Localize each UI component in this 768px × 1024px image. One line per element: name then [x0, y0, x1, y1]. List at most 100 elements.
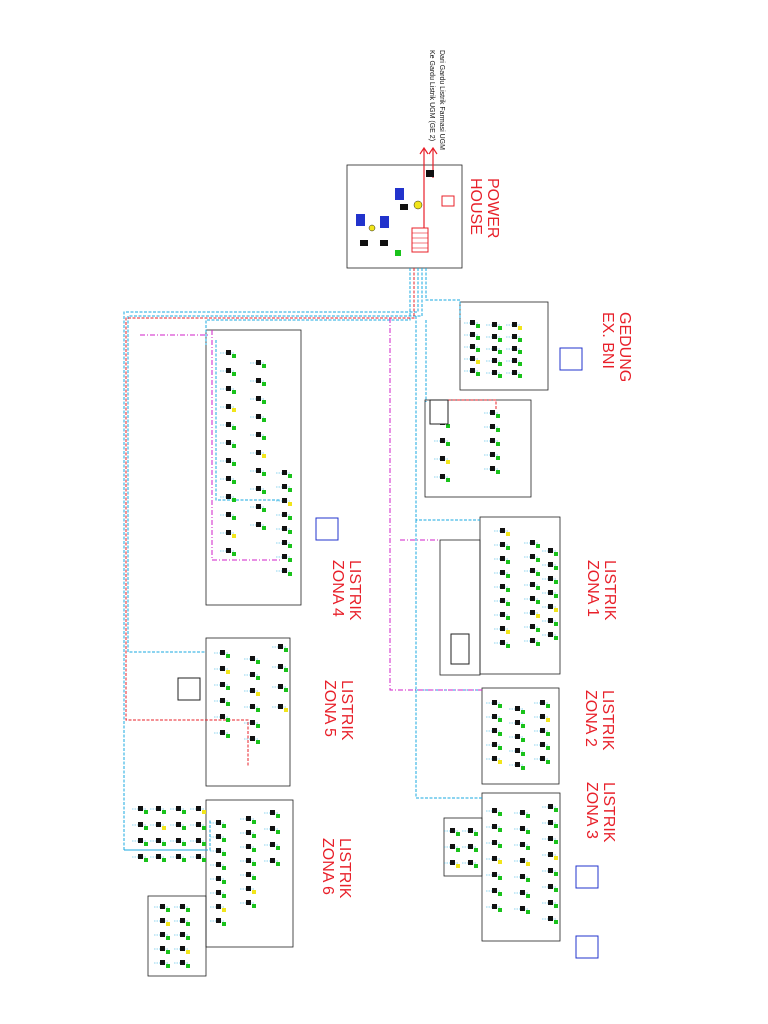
blue-zone4-feed	[205, 268, 411, 345]
breaker-symbol	[486, 334, 502, 342]
breaker-symbol	[276, 526, 292, 534]
breaker-symbol	[174, 960, 190, 968]
breaker-symbol	[524, 582, 540, 590]
breaker-symbol	[542, 562, 558, 570]
breaker-symbol	[506, 322, 522, 330]
legend-panels	[177, 347, 599, 959]
cable-routes	[123, 146, 497, 851]
zone-title-zona-5-line-1: LISTRIK	[338, 680, 355, 741]
breaker-symbol	[534, 700, 550, 708]
breaker-symbol	[250, 486, 266, 494]
breaker-symbol	[462, 828, 478, 836]
breaker-symbol	[486, 904, 502, 912]
breaker-symbol	[174, 946, 190, 954]
breaker-symbol	[154, 904, 170, 912]
panel-box-bni	[429, 399, 449, 425]
breaker-symbol	[132, 806, 148, 814]
breaker-symbol	[210, 834, 226, 842]
breaker-symbol	[276, 484, 292, 492]
breaker-symbol	[542, 576, 558, 584]
breaker-symbol	[214, 714, 230, 722]
power-house-equipment	[356, 170, 455, 256]
legend-panel-zona3a	[575, 865, 599, 889]
breaker-symbol	[464, 320, 480, 328]
outgoing-feed-label: Ke Gardu Listrik UGM (GE 2)	[428, 50, 435, 141]
magenta-link-cable	[389, 318, 482, 691]
breaker-symbol	[494, 612, 510, 620]
breaker-symbol	[486, 700, 502, 708]
breaker-symbol	[514, 858, 530, 866]
breaker-symbol	[486, 370, 502, 378]
breaker-symbol	[514, 874, 530, 882]
breaker-symbol	[524, 638, 540, 646]
breaker-symbol	[220, 368, 236, 376]
breaker-symbol	[542, 618, 558, 626]
breaker-symbol	[220, 386, 236, 394]
breaker-symbol	[486, 856, 502, 864]
breaker-symbol	[506, 334, 522, 342]
breaker-symbol	[240, 872, 256, 880]
breaker-symbol	[170, 838, 186, 846]
breaker-symbol	[486, 808, 502, 816]
gedung-ex-bni-box	[459, 301, 549, 391]
arrow-incoming-icon	[428, 146, 438, 155]
breaker-symbol	[174, 918, 190, 926]
breaker-symbol	[276, 554, 292, 562]
generator-icon	[413, 200, 423, 210]
zona-2-box	[481, 687, 560, 785]
breaker-symbol	[494, 542, 510, 550]
breaker-symbol	[174, 932, 190, 940]
breaker-symbol	[542, 820, 558, 828]
zone-outlines	[147, 164, 561, 977]
zona-6-sub-box	[147, 895, 207, 977]
breaker-symbol	[214, 682, 230, 690]
zone-title-power-house-line-2: HOUSE	[467, 178, 484, 235]
breaker-symbol	[542, 900, 558, 908]
breaker-symbol	[514, 890, 530, 898]
legend-panel-zona4	[315, 517, 339, 541]
main-switchboard	[411, 227, 429, 253]
breaker-symbol	[214, 666, 230, 674]
breaker-symbol	[240, 816, 256, 824]
breaker-symbol	[250, 468, 266, 476]
breaker-symbol	[444, 828, 460, 836]
breaker-symbol	[250, 450, 266, 458]
breaker-symbol	[220, 440, 236, 448]
breaker-symbol	[484, 466, 500, 474]
breaker-symbol	[509, 720, 525, 728]
breaker-symbol	[464, 368, 480, 376]
breaker-symbol	[240, 858, 256, 866]
zone-title-gedung-ex-bni-line-2: EX. BNI	[599, 312, 616, 369]
zone-title-zona-6-line-2: ZONA 6	[319, 838, 336, 895]
zona-1-sub-box	[439, 539, 481, 676]
breaker-symbol	[276, 512, 292, 520]
breaker-symbol	[434, 474, 450, 482]
breaker-symbol	[524, 596, 540, 604]
breaker-symbol	[210, 904, 226, 912]
panel-box-zona5	[177, 677, 201, 701]
breaker-symbol	[524, 554, 540, 562]
zone-title-zona-1-line-1: LISTRIK	[601, 560, 618, 621]
breaker-symbol	[190, 854, 206, 862]
breaker-symbol	[486, 840, 502, 848]
breaker-symbol	[524, 624, 540, 632]
breaker-symbol	[464, 344, 480, 352]
zone-title-gedung-ex-bni-line-1: GEDUNG	[616, 312, 633, 382]
breaker-symbol	[534, 742, 550, 750]
breaker-symbol	[542, 868, 558, 876]
breaker-symbol	[220, 476, 236, 484]
zone-title-zona-3-line-2: ZONA 3	[583, 782, 600, 839]
breaker-symbol	[210, 890, 226, 898]
breaker-symbol	[220, 530, 236, 538]
breaker-symbol	[240, 900, 256, 908]
zona-4-box	[205, 329, 302, 606]
breaker-symbol	[506, 358, 522, 366]
breaker-symbol	[240, 886, 256, 894]
zone-title-zona-1-line-2: ZONA 1	[584, 560, 601, 617]
breaker-symbol	[484, 424, 500, 432]
breaker-symbol	[220, 422, 236, 430]
breaker-symbol	[214, 730, 230, 738]
arrow-outgoing-icon	[419, 146, 429, 155]
breaker-symbol	[514, 810, 530, 818]
breaker-symbol	[150, 854, 166, 862]
